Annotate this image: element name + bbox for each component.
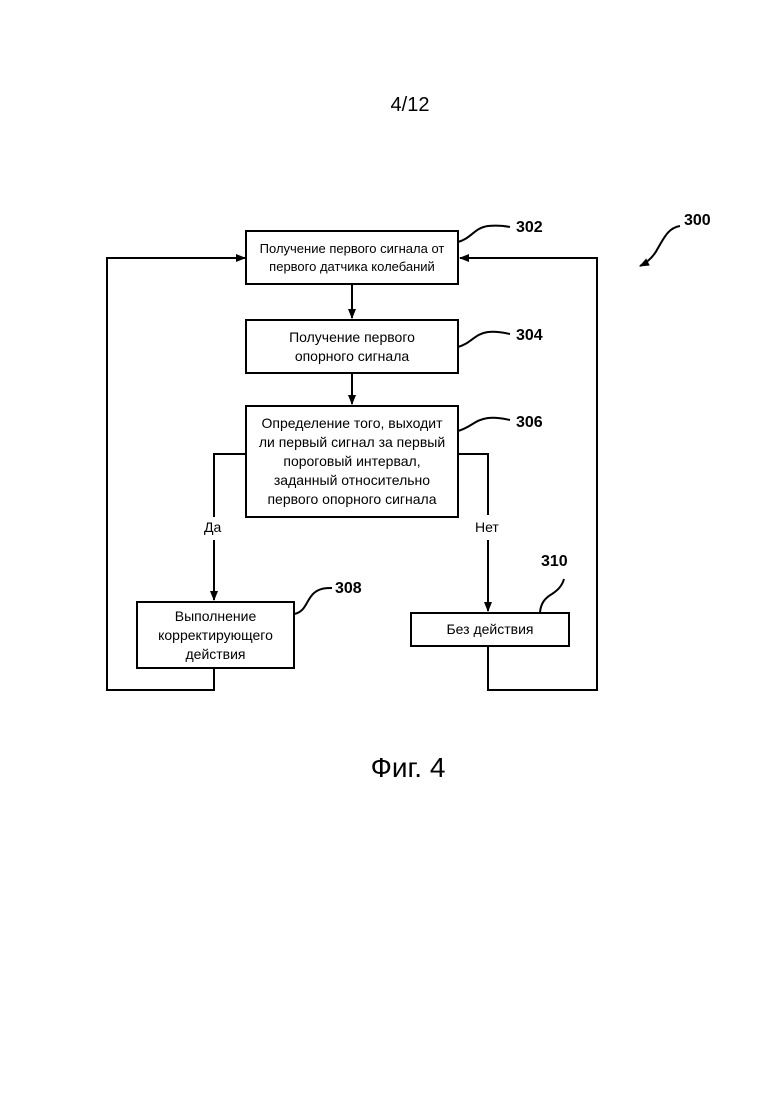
step-308-text: Выполнение корректирующего действия (158, 607, 273, 664)
step-306-text: Определение того, выходит ли первый сигн… (259, 414, 445, 509)
step-306-box: Определение того, выходит ли первый сигн… (245, 405, 459, 518)
leader-302 (458, 226, 510, 242)
step-302-text: Получение первого сигнала от первого дат… (260, 240, 445, 276)
step-304-box: Получение первого опорного сигнала (245, 319, 459, 374)
ref-310: 310 (541, 553, 568, 571)
step-308-box: Выполнение корректирующего действия (136, 601, 295, 669)
ref-306: 306 (516, 414, 543, 432)
leader-304 (458, 332, 510, 347)
ref-300: 300 (684, 212, 711, 230)
figure-caption: Фиг. 4 (300, 752, 516, 784)
ref-302: 302 (516, 219, 543, 237)
leader-310 (540, 579, 564, 612)
step-310-box: Без действия (410, 612, 570, 647)
page-number: 4/12 (370, 94, 450, 117)
ref-308: 308 (335, 580, 362, 598)
leader-300-arrow (640, 226, 680, 266)
arrow-yes-to-308 (214, 454, 246, 517)
branch-yes-label: Да (204, 519, 221, 535)
ref-304: 304 (516, 327, 543, 345)
leader-308 (294, 588, 332, 614)
leader-306 (458, 418, 510, 431)
step-302-box: Получение первого сигнала от первого дат… (245, 230, 459, 285)
step-304-text: Получение первого опорного сигнала (289, 328, 415, 366)
arrow-no-to-310 (458, 454, 488, 515)
branch-no-label: Нет (475, 519, 499, 535)
step-310-text: Без действия (446, 620, 533, 639)
